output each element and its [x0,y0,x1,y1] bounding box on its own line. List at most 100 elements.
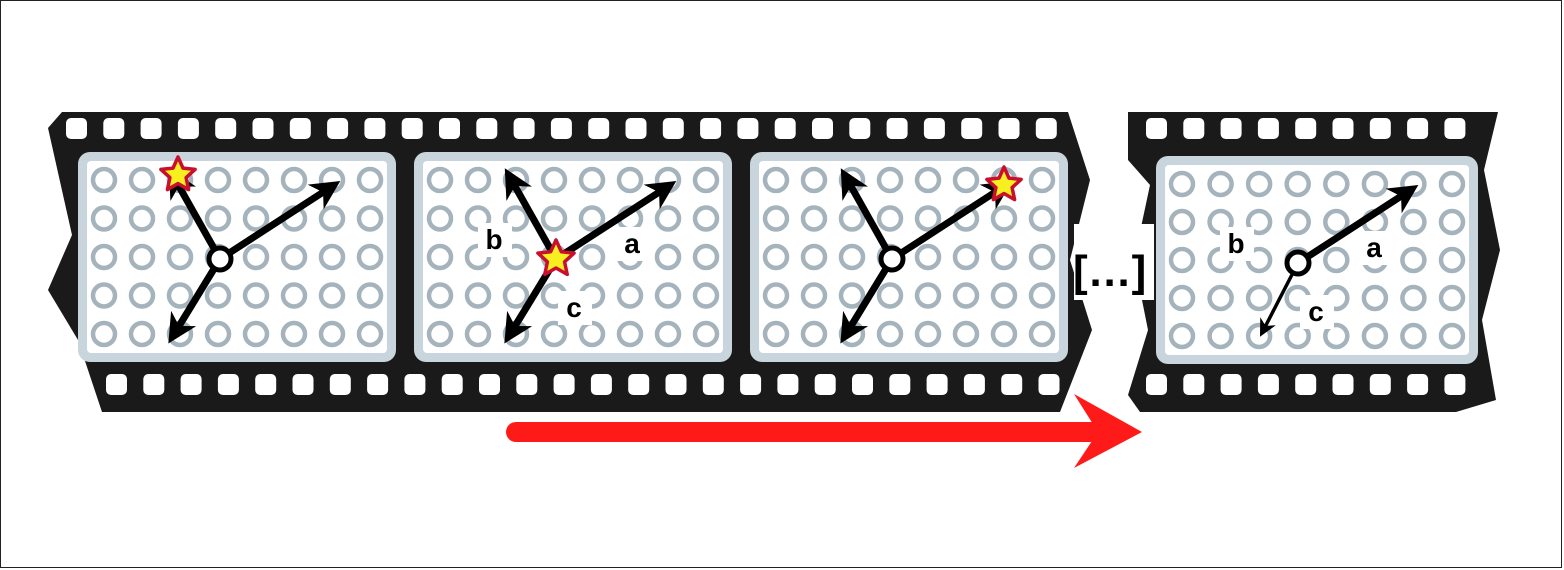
sprocket-hole [590,374,612,395]
lattice-site [426,282,454,309]
vector-label-b: b [1227,228,1244,259]
sprocket-hole [702,374,724,395]
sprocket-hole [1146,118,1167,139]
lattice-site [1168,284,1196,312]
sprocket-hole [476,118,498,139]
lattice-vectors: abc [478,168,677,344]
lattice-site [1438,284,1466,312]
lattice-site [876,205,904,232]
lattice-site [242,320,270,348]
lattice-site [838,282,866,309]
lattice-site [356,243,384,271]
sprocket-hole [1146,374,1167,395]
lattice-vectors: abc [1220,185,1419,337]
vector-b [840,168,896,261]
time-arrow-icon [506,394,1142,468]
lattice-site [464,320,492,348]
sprocket-hole [1332,118,1354,139]
star-icon [536,238,576,277]
lattice-site [540,205,568,232]
vector-a [218,181,341,262]
lattice-site [1028,282,1056,309]
lattice-site [426,166,454,194]
lattice-site [1245,208,1273,236]
label-background [616,227,650,261]
lattice-vectors [168,168,341,344]
lattice-site [692,166,720,194]
lattice-site [692,320,720,348]
lattice-site [1168,170,1196,198]
sprocket-hole [777,374,799,395]
sprocket-hole [1220,118,1242,139]
sprocket-hole [550,118,572,139]
lattice-site [692,205,720,232]
sprocket-hole [327,118,349,139]
sprocket-hole [103,118,125,139]
lattice-site [762,205,790,232]
lattice-site [280,320,308,348]
ellipsis-label: […] [1073,247,1146,296]
sprocket-hole [1407,118,1429,139]
lattice-site [1361,284,1389,312]
vector-b [504,168,560,261]
lattice-site [762,166,790,194]
lattice-site [280,166,308,194]
lattice-site [1207,322,1234,350]
lattice-site [914,282,942,309]
lattice-site [128,205,156,232]
label-background [1220,227,1254,261]
lattice-site [1438,322,1466,350]
sprocket-hole [329,374,351,395]
sprocket-hole [364,118,386,139]
lattice-site [318,243,346,271]
lattice-site [1361,322,1389,350]
lattice-site [1245,170,1273,198]
lattice-site [800,320,828,348]
lattice-site [800,282,828,309]
lattice-site [578,243,606,271]
lattice-site [1438,246,1466,274]
sprocket-hole [217,374,239,395]
lattice-site [204,320,232,348]
lattice-site [914,243,942,271]
lattice-site [952,243,980,271]
sprocket-hole [439,118,460,139]
lattice-site [242,282,270,309]
lattice-site [356,320,384,348]
lattice-site [356,282,384,309]
lattice-site [876,166,904,194]
lattice-site [654,320,682,348]
sprocket-hole [1369,118,1391,139]
lattice-site [762,320,790,348]
lattice-site [1323,208,1350,236]
label-background [478,223,512,257]
vector-c [168,257,223,344]
lattice-site [426,243,454,271]
vector-label-c: c [1308,296,1324,327]
lattice-site [1323,170,1350,198]
sprocket-hole [1035,118,1057,139]
lattice-site [128,282,156,309]
sprocket-hole [963,374,985,395]
lattice-site [616,166,644,194]
origin-site [1284,249,1312,277]
sprocket-hole [737,118,759,139]
sprocket-row-top [66,118,1057,139]
sprocket-hole [961,118,983,139]
lattice-site [1400,322,1427,350]
sprocket-hole [740,374,762,395]
lattice-site [616,282,644,309]
lattice-site [914,205,942,232]
lattice-site [800,166,828,194]
sprocket-hole [215,118,237,139]
lattice-site [1438,208,1466,236]
lattice-site [838,205,866,232]
lattice-site [1168,322,1196,350]
lattice-site [692,282,720,309]
sprocket-hole [628,374,650,395]
lattice-site [280,243,308,271]
lattice-site [1323,246,1350,274]
lattice-site [1361,170,1389,198]
star-icon [985,165,1023,202]
